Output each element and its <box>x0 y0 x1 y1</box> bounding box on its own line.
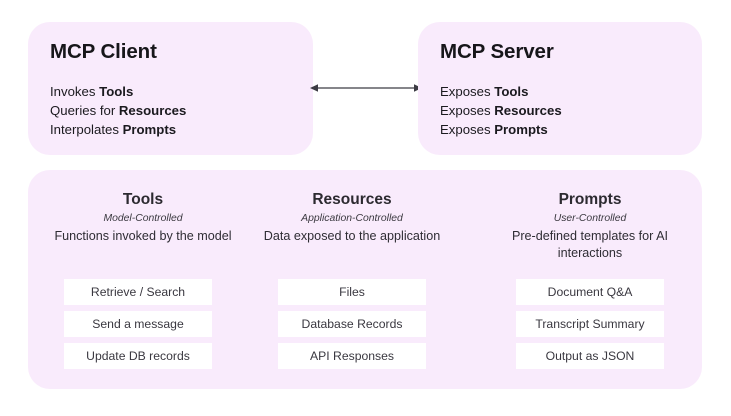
mcp-client-capability-prompts: Interpolates Prompts <box>50 120 313 139</box>
capability-prefix: Exposes <box>440 83 495 99</box>
primitives-columns: Tools Model-Controlled Functions invoked… <box>28 170 702 389</box>
capability-prefix: Interpolates <box>50 121 123 137</box>
capability-prefix: Exposes <box>440 102 495 118</box>
client-server-connector <box>308 78 424 98</box>
primitive-description-resources: Data exposed to the application <box>263 229 441 243</box>
list-item[interactable]: Send a message <box>64 311 212 337</box>
list-item[interactable]: Transcript Summary <box>516 311 664 337</box>
primitive-description-prompts: Pre-defined templates for AI interaction… <box>511 229 669 260</box>
primitive-column-tools: Tools Model-Controlled Functions invoked… <box>36 190 250 245</box>
mcp-server-card: MCP Server Exposes Tools Exposes Resourc… <box>418 22 702 155</box>
capability-keyword: Resources <box>118 102 187 118</box>
primitive-subtitle-prompts: User-Controlled <box>553 213 627 224</box>
primitive-title-prompts: Prompts <box>558 191 622 208</box>
list-item[interactable]: API Responses <box>278 343 426 369</box>
bidirectional-arrow-icon <box>310 84 422 92</box>
capability-prefix: Invokes <box>50 83 100 99</box>
mcp-client-capability-resources: Queries for Resources <box>50 101 313 120</box>
mcp-client-capability-list: Invokes Tools Queries for Resources Inte… <box>50 82 313 140</box>
list-item[interactable]: Retrieve / Search <box>64 279 212 305</box>
capability-prefix: Queries for <box>50 102 119 118</box>
mcp-primitives-panel: Tools Model-Controlled Functions invoked… <box>28 170 702 389</box>
primitive-title-tools: Tools <box>122 191 164 208</box>
mcp-server-capability-tools: Exposes Tools <box>440 82 702 101</box>
list-item[interactable]: Output as JSON <box>516 343 664 369</box>
primitive-description-tools: Functions invoked by the model <box>54 229 232 243</box>
primitive-title-resources: Resources <box>312 191 392 208</box>
mcp-client-title: MCP Client <box>50 40 157 63</box>
list-item[interactable]: Update DB records <box>64 343 212 369</box>
capability-prefix: Exposes <box>440 121 495 137</box>
primitive-examples-resources: Files Database Records API Responses <box>278 279 426 375</box>
primitive-subtitle-resources: Application-Controlled <box>301 213 403 224</box>
primitive-examples-prompts: Document Q&A Transcript Summary Output a… <box>516 279 664 375</box>
capability-keyword: Resources <box>494 102 562 118</box>
capability-keyword: Tools <box>99 83 134 99</box>
mcp-server-capability-resources: Exposes Resources <box>440 101 702 120</box>
mcp-client-capability-tools: Invokes Tools <box>50 82 313 101</box>
capability-keyword: Tools <box>494 83 529 99</box>
mcp-server-capability-list: Exposes Tools Exposes Resources Exposes … <box>440 82 702 140</box>
list-item[interactable]: Files <box>278 279 426 305</box>
primitive-examples-tools: Retrieve / Search Send a message Update … <box>64 279 212 375</box>
primitive-column-resources: Resources Application-Controlled Data ex… <box>245 190 459 245</box>
capability-keyword: Prompts <box>494 121 548 137</box>
mcp-client-card: MCP Client Invokes Tools Queries for Res… <box>28 22 313 155</box>
primitive-subtitle-tools: Model-Controlled <box>103 213 183 224</box>
mcp-server-title: MCP Server <box>440 40 554 63</box>
list-item[interactable]: Database Records <box>278 311 426 337</box>
primitive-column-prompts: Prompts User-Controlled Pre-defined temp… <box>483 190 697 262</box>
capability-keyword: Prompts <box>122 121 177 137</box>
mcp-server-capability-prompts: Exposes Prompts <box>440 120 702 139</box>
list-item[interactable]: Document Q&A <box>516 279 664 305</box>
